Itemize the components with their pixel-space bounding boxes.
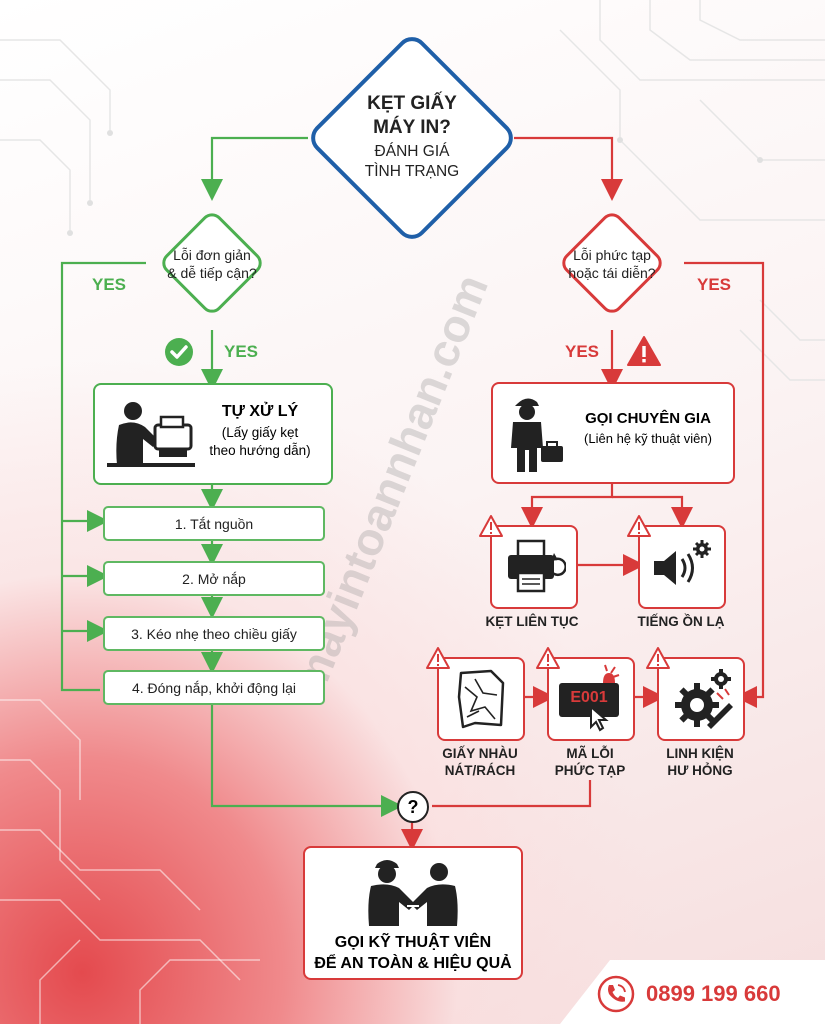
speaker-gear-icon	[654, 540, 711, 585]
left-decision: Lỗi đơn giản & dễ tiếp cận?	[167, 247, 257, 281]
person-fixing-printer-icon	[107, 402, 195, 467]
warning-icon-paper	[426, 647, 450, 669]
yes-label-right: YES	[565, 342, 600, 361]
caption-jam: KẸT LIÊN TỤC	[485, 614, 579, 629]
symptom-tile-jam	[490, 525, 578, 609]
yes-label-right-outer: YES	[697, 275, 732, 294]
check-icon	[165, 338, 193, 366]
symptom-tile-paper	[437, 657, 525, 741]
phone-number: 0899 199 660	[646, 981, 781, 1006]
symptom-tile-parts	[657, 657, 745, 741]
caption-noise: TIẾNG ỒN LẠ	[637, 614, 725, 629]
caption-paper: GIẤY NHÀU NÁT/RÁCH	[442, 746, 518, 778]
final-box: GỌI KỸ THUẬT VIÊN ĐỂ AN TOÀN & HIỆU QUẢ	[303, 846, 523, 980]
warning-icon-parts	[646, 647, 670, 669]
yes-label-left-outer: YES	[92, 275, 127, 294]
caption-error: MÃ LỖI PHỨC TẠP	[554, 746, 626, 778]
start-diamond: KẸT GIẤY MÁY IN? ĐÁNH GIÁ TÌNH TRẠNG	[342, 92, 482, 182]
step-1: 1. Tắt nguồn	[103, 506, 325, 541]
step-3: 3. Kéo nhẹ theo chiều giấy	[103, 616, 325, 651]
start-title: KẸT GIẤY MÁY IN?	[367, 93, 457, 138]
error-code: E001	[570, 689, 608, 706]
merge-question-node: ?	[397, 791, 429, 823]
warning-icon-noise	[627, 515, 651, 537]
crumpled-paper-icon	[457, 669, 505, 729]
symptom-tile-noise	[638, 525, 726, 609]
self-fix-desc: (Lấy giấy kẹt theo hướng dẫn)	[209, 425, 311, 458]
warning-icon-jam	[479, 515, 503, 537]
phone-icon	[597, 975, 635, 1013]
start-subtitle: ĐÁNH GIÁ TÌNH TRẠNG	[364, 143, 460, 180]
printer-refresh-icon	[508, 539, 566, 593]
warning-icon-error	[536, 647, 560, 669]
symptom-tile-error: E001	[547, 657, 635, 741]
expert-desc: (Liên hệ kỹ thuật viên)	[584, 431, 712, 446]
technician-icon	[511, 398, 563, 472]
error-screen-icon	[559, 664, 620, 732]
phone-contact[interactable]: 0899 199 660	[596, 972, 816, 1016]
right-decision: Lỗi phức tạp hoặc tái diễn?	[568, 247, 656, 281]
final-text: GỌI KỸ THUẬT VIÊN ĐỂ AN TOÀN & HIỆU QUẢ	[314, 934, 512, 972]
expert-title: GỌI CHUYÊN GIA	[585, 410, 711, 427]
caption-parts: LINH KIỆN HƯ HỎNG	[666, 746, 734, 778]
handshake-icon	[368, 860, 458, 926]
step-2: 2. Mở nắp	[103, 561, 325, 596]
yes-label-left: YES	[224, 342, 259, 361]
self-fix-box: TỰ XỬ LÝ (Lấy giấy kẹt theo hướng dẫn)	[93, 383, 333, 485]
warning-icon	[627, 336, 661, 366]
broken-gears-icon	[675, 669, 733, 729]
step-4: 4. Đóng nắp, khởi động lại	[103, 670, 325, 705]
self-fix-title: TỰ XỬ LÝ	[221, 403, 299, 420]
expert-box: GỌI CHUYÊN GIA (Liên hệ kỹ thuật viên)	[491, 382, 735, 484]
